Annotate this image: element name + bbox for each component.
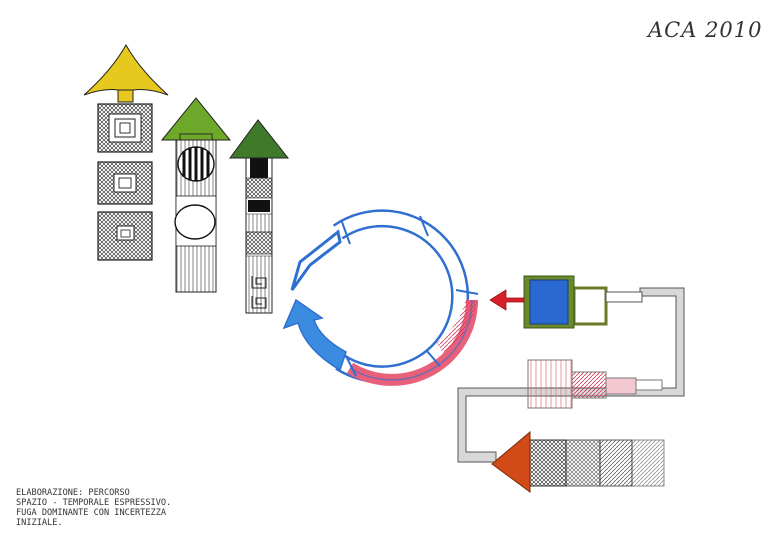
circular-arrow <box>282 209 479 386</box>
pink-block <box>527 359 663 409</box>
caption-line-2: SPAZIO - TEMPORALE ESPRESSIVO. <box>16 498 172 508</box>
tower-green-light <box>160 97 232 293</box>
blue-green-block <box>489 275 643 329</box>
blue-arrowhead-icon <box>282 298 347 372</box>
red-arrow-icon <box>489 289 525 311</box>
caption-line-4: INIZIALE. <box>16 518 63 528</box>
caption: ELABORAZIONE: PERCORSO SPAZIO - TEMPORAL… <box>16 488 216 528</box>
orange-arrowhead-icon <box>491 430 531 493</box>
tower-yellow <box>83 43 169 261</box>
signature: ACA 2010 <box>648 18 763 42</box>
orange-arrow-block <box>491 430 665 493</box>
blue-arrow-tail <box>290 229 342 291</box>
tower-green-dark <box>229 119 290 314</box>
green-roof-dark <box>229 119 290 159</box>
yellow-roof <box>83 43 169 96</box>
caption-line-3: FUGA DOMINANTE CON INCERTEZZA <box>16 508 167 518</box>
gray-path <box>457 287 685 463</box>
caption-line-1: ELABORAZIONE: PERCORSO <box>16 488 130 498</box>
